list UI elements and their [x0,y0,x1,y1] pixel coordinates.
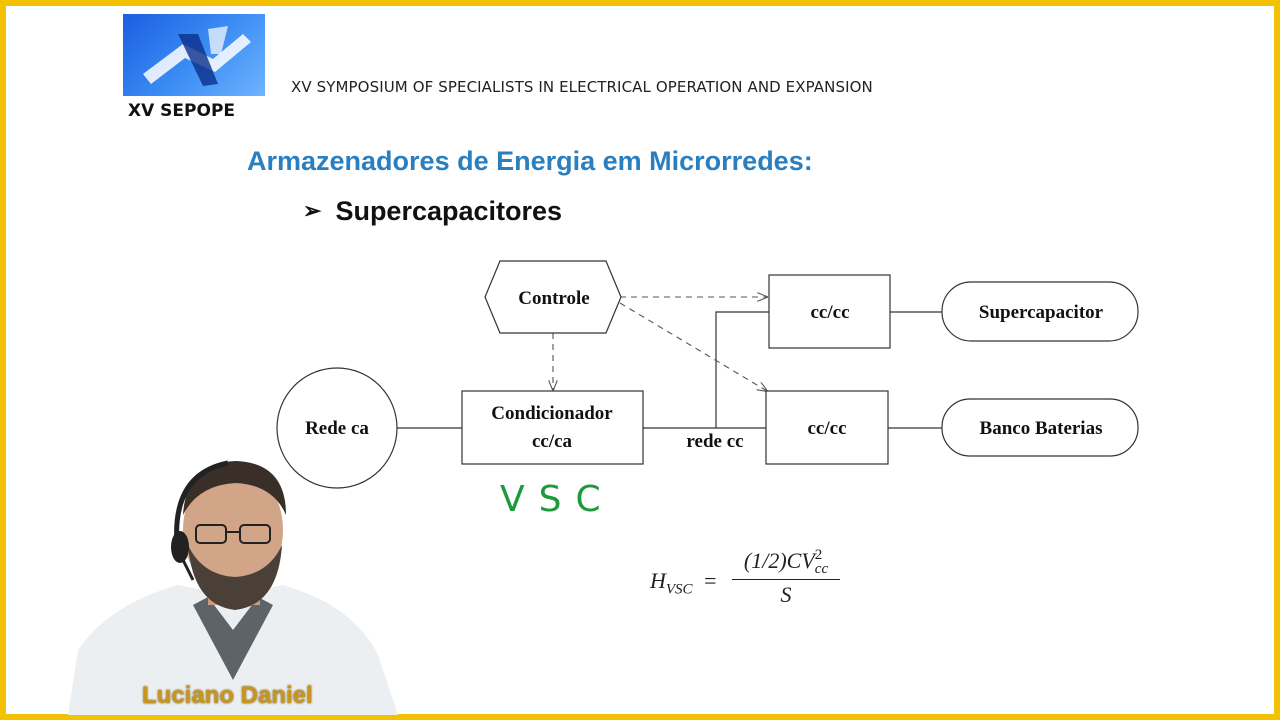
cccc-top-label: cc/cc [810,302,849,323]
control-link-bottom [619,302,767,391]
link-dc-bus-top [715,311,769,428]
condicionador-label-1: Condicionador [491,403,613,424]
rede-cc-label: rede cc [686,431,743,452]
presenter-video [68,455,403,715]
supercapacitor-label: Supercapacitor [979,302,1104,323]
slide-title: Armazenadores de Energia em Microrredes: [247,146,813,176]
bullet-item: ➢ Supercapacitores [303,196,562,227]
supercapacitor-block [941,281,1139,342]
cccc-bottom-label: cc/cc [807,418,846,439]
condicionador-block [461,390,644,465]
vsc-annotation: VSC [500,479,615,520]
sepope-logo [123,14,265,96]
banco-baterias-label: Banco Baterias [980,418,1103,439]
bullet-text: Supercapacitores [335,196,563,226]
formula-denominator: S [780,582,792,608]
formula-lhs: HVSC = [650,568,717,598]
condicionador-label-2: cc/ca [532,431,573,452]
controle-label: Controle [518,288,589,309]
rede-ca-node [276,367,398,489]
symposium-title: XV SYMPOSIUM OF SPECIALISTS IN ELECTRICA… [291,78,873,96]
rede-ca-label: Rede ca [305,418,369,439]
logo-caption: XV SEPOPE [128,101,236,121]
controle-block [484,260,622,334]
presenter-name: Luciano Daniel [142,682,313,709]
bullet-arrow-icon: ➢ [303,198,322,223]
banco-baterias-block [941,398,1139,457]
cccc-top-block [768,274,891,349]
cccc-bottom-block [765,390,889,465]
